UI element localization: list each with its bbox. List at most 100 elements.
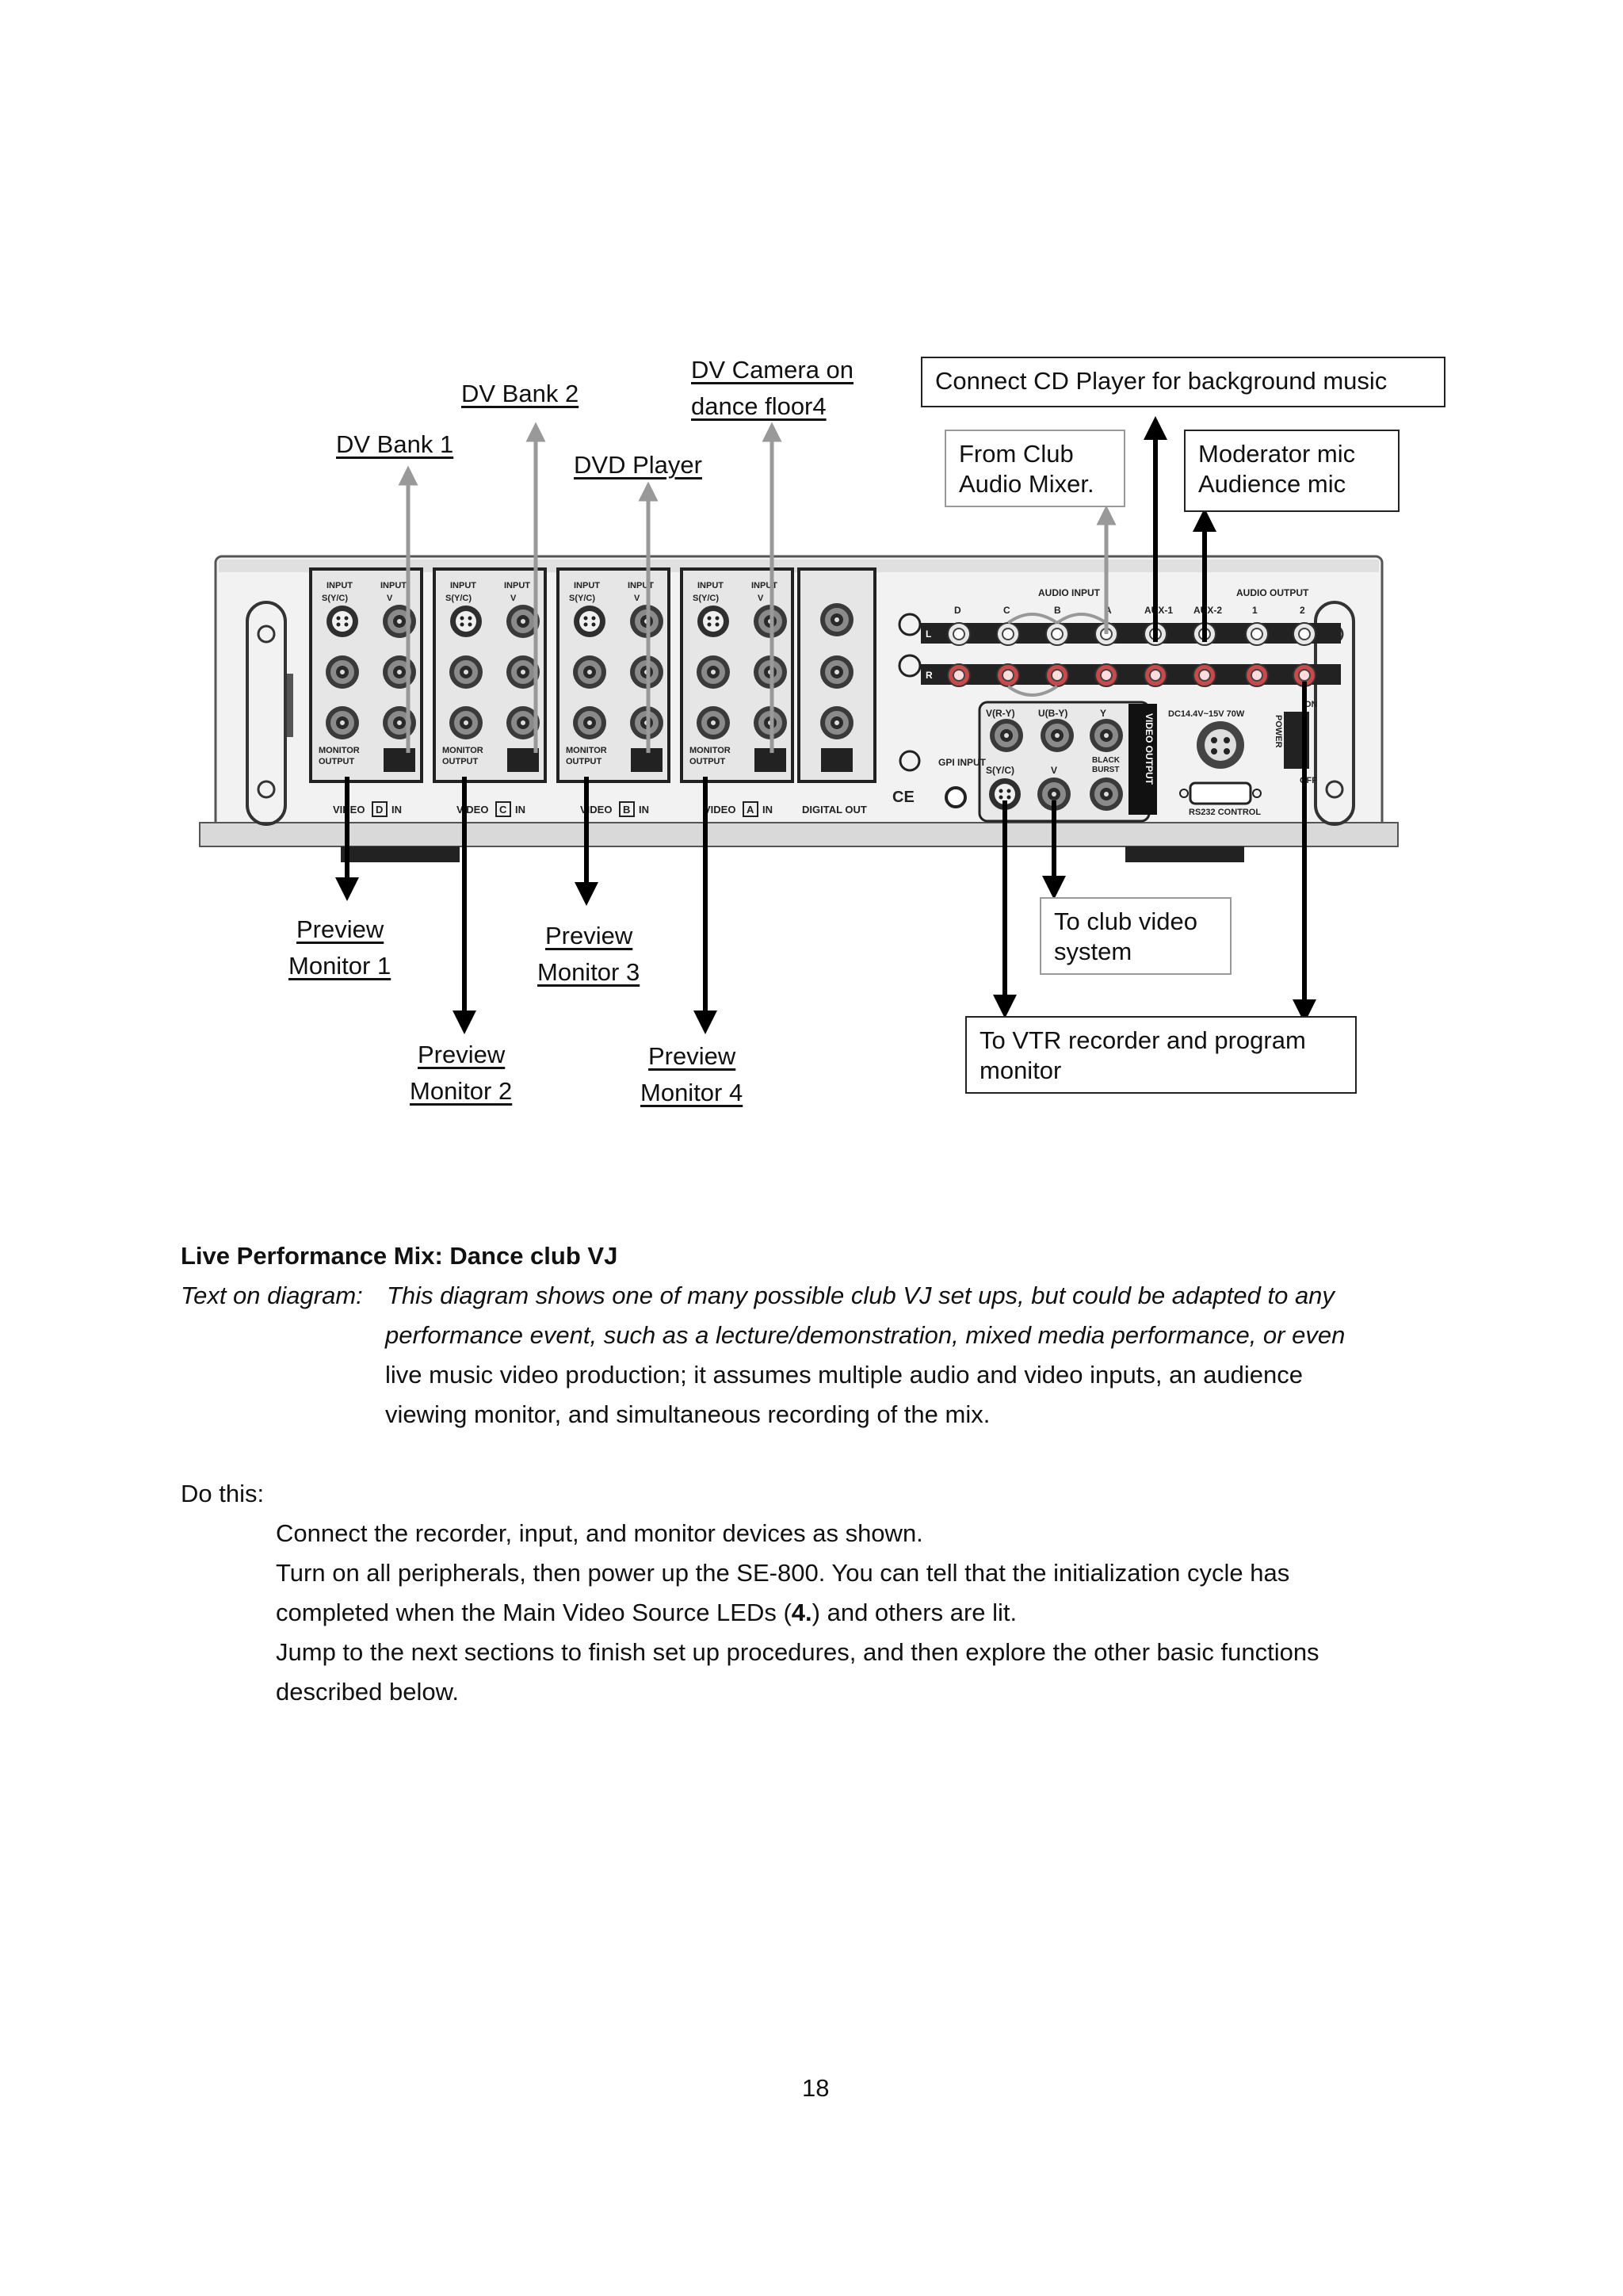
svg-text:C: C xyxy=(1003,605,1010,616)
vtr-line2: monitor xyxy=(980,1056,1062,1084)
svg-text:IN: IN xyxy=(515,804,525,816)
label-dv-camera-line1: DV Camera on xyxy=(691,356,854,384)
svg-text:ON: ON xyxy=(1304,700,1318,709)
output-cables xyxy=(335,416,1316,1034)
step-line-3-pre: completed when the Main Video Source LED… xyxy=(276,1599,792,1626)
video-input-bays: INPUT INPUT S(Y/C) V MONITOR OUTPUT INPUT IN… xyxy=(309,567,794,817)
svg-text:POWER: POWER xyxy=(1274,715,1283,748)
club-video-line2: system xyxy=(1054,938,1132,965)
svg-text:INPUT: INPUT xyxy=(327,581,353,590)
preview-monitor-1-line2: Monitor 1 xyxy=(288,952,391,980)
svg-text:S(Y/C): S(Y/C) xyxy=(693,594,719,603)
svg-text:S(Y/C): S(Y/C) xyxy=(322,594,348,603)
svg-text:MONITOR: MONITOR xyxy=(442,746,483,755)
vtr-box: To VTR recorder and program monitor xyxy=(965,1016,1357,1094)
input-cables xyxy=(398,422,1117,753)
svg-text:V: V xyxy=(634,594,640,603)
preview-monitor-4-line1: Preview xyxy=(648,1042,736,1070)
svg-text:OUTPUT: OUTPUT xyxy=(689,757,726,766)
svg-text:A: A xyxy=(747,804,754,816)
svg-text:DC14.4V~15V 70W: DC14.4V~15V 70W xyxy=(1168,709,1245,719)
video-output-section: V(R-Y) U(B-Y) Y S(Y/C) V BLACK BURST VID… xyxy=(892,701,1157,823)
step-line-1: Connect the recorder, input, and monitor… xyxy=(276,1519,923,1547)
svg-text:D: D xyxy=(376,804,383,816)
svg-text:OUTPUT: OUTPUT xyxy=(319,757,355,766)
svg-text:VIDEO: VIDEO xyxy=(456,804,488,816)
cd-player-box: Connect CD Player for background music xyxy=(921,357,1445,407)
preview-monitor-4-line2: Monitor 4 xyxy=(640,1079,743,1106)
svg-text:RS232 CONTROL: RS232 CONTROL xyxy=(1189,808,1261,817)
svg-text:AUDIO OUTPUT: AUDIO OUTPUT xyxy=(1236,587,1309,598)
svg-text:BLACK: BLACK xyxy=(1092,756,1121,765)
svg-text:BURST: BURST xyxy=(1092,766,1119,774)
svg-text:GPI INPUT: GPI INPUT xyxy=(938,757,987,768)
svg-text:V: V xyxy=(510,594,517,603)
svg-text:S(Y/C): S(Y/C) xyxy=(986,765,1014,776)
preview-monitor-2-line1: Preview xyxy=(418,1041,506,1068)
svg-text:IN: IN xyxy=(391,804,402,816)
svg-text:S(Y/C): S(Y/C) xyxy=(569,594,595,603)
svg-text:INPUT: INPUT xyxy=(574,581,600,590)
label-dv-camera-line2: dance floor4 xyxy=(691,392,827,420)
mic-line2: Audience mic xyxy=(1198,470,1346,498)
club-video-box: To club video system xyxy=(1040,897,1232,975)
svg-text:B: B xyxy=(1054,605,1061,616)
label-dv-bank-1: DV Bank 1 xyxy=(336,430,454,458)
cd-player-text: Connect CD Player for background music xyxy=(935,367,1388,395)
svg-text:L: L xyxy=(926,628,931,640)
svg-text:U(B-Y): U(B-Y) xyxy=(1038,708,1067,719)
svg-text:Y: Y xyxy=(1100,708,1106,719)
description-line-1: This diagram shows one of many possible … xyxy=(387,1282,1335,1309)
svg-text:IN: IN xyxy=(639,804,649,816)
svg-text:VIDEO: VIDEO xyxy=(704,804,735,816)
svg-text:INPUT: INPUT xyxy=(697,581,724,590)
club-mixer-line2: Audio Mixer. xyxy=(959,470,1094,498)
page-number: 18 xyxy=(802,2074,830,2102)
club-video-line1: To club video xyxy=(1054,907,1197,935)
label-dvd-player: DVD Player xyxy=(574,451,702,479)
step-line-3: completed when the Main Video Source LED… xyxy=(276,1593,1017,1633)
club-mixer-line1: From Club xyxy=(959,440,1074,468)
svg-text:MONITOR: MONITOR xyxy=(566,746,607,755)
svg-text:INPUT: INPUT xyxy=(504,581,530,590)
text-on-diagram-label: Text on diagram: xyxy=(181,1282,363,1309)
step-line-5: described below. xyxy=(276,1678,459,1706)
do-this-label: Do this: xyxy=(181,1480,265,1507)
svg-text:INPUT: INPUT xyxy=(380,581,407,590)
vtr-line1: To VTR recorder and program xyxy=(980,1026,1306,1054)
svg-text:AUX-2: AUX-2 xyxy=(1193,605,1222,616)
description-line-3: live music video production; it assumes … xyxy=(385,1361,1304,1389)
preview-monitor-3-line1: Preview xyxy=(545,922,633,949)
step-line-3-bold: 4. xyxy=(791,1599,812,1626)
preview-monitor-1-line1: Preview xyxy=(296,915,384,943)
step-line-2: Turn on all peripherals, then power up t… xyxy=(276,1559,1290,1587)
svg-text:2: 2 xyxy=(1300,605,1305,616)
svg-text:DIGITAL OUT: DIGITAL OUT xyxy=(802,804,867,816)
svg-text:INPUT: INPUT xyxy=(450,581,476,590)
svg-text:S(Y/C): S(Y/C) xyxy=(445,594,472,603)
svg-text:R: R xyxy=(926,670,933,681)
mic-line1: Moderator mic xyxy=(1198,440,1356,468)
digital-out-bay: DIGITAL OUT xyxy=(797,567,876,816)
label-dv-bank-2: DV Bank 2 xyxy=(461,380,579,407)
step-line-4: Jump to the next sections to finish set … xyxy=(276,1638,1319,1666)
club-mixer-box: From Club Audio Mixer. xyxy=(945,430,1125,507)
svg-text:V: V xyxy=(1051,765,1057,776)
svg-text:OUTPUT: OUTPUT xyxy=(566,757,602,766)
connection-diagram: INPUT INPUT S(Y/C) V MONITOR OUTPUT INPUT IN… xyxy=(199,416,1399,1034)
svg-text:IN: IN xyxy=(762,804,773,816)
section-heading: Live Performance Mix: Dance club VJ xyxy=(181,1242,618,1270)
description-line-2: performance event, such as a lecture/dem… xyxy=(385,1321,1346,1349)
svg-text:AUX-1: AUX-1 xyxy=(1144,605,1173,616)
svg-text:MONITOR: MONITOR xyxy=(689,746,731,755)
description-line-4: viewing monitor, and simultaneous record… xyxy=(385,1400,991,1428)
preview-monitor-2-line2: Monitor 2 xyxy=(410,1077,513,1105)
svg-text:B: B xyxy=(623,804,630,816)
svg-text:V: V xyxy=(387,594,393,603)
svg-text:V: V xyxy=(758,594,764,603)
svg-text:1: 1 xyxy=(1252,605,1258,616)
svg-text:VIDEO OUTPUT: VIDEO OUTPUT xyxy=(1144,713,1155,785)
svg-text:D: D xyxy=(954,605,961,616)
preview-monitor-3-line2: Monitor 3 xyxy=(537,958,640,986)
svg-text:V(R-Y): V(R-Y) xyxy=(986,708,1015,719)
